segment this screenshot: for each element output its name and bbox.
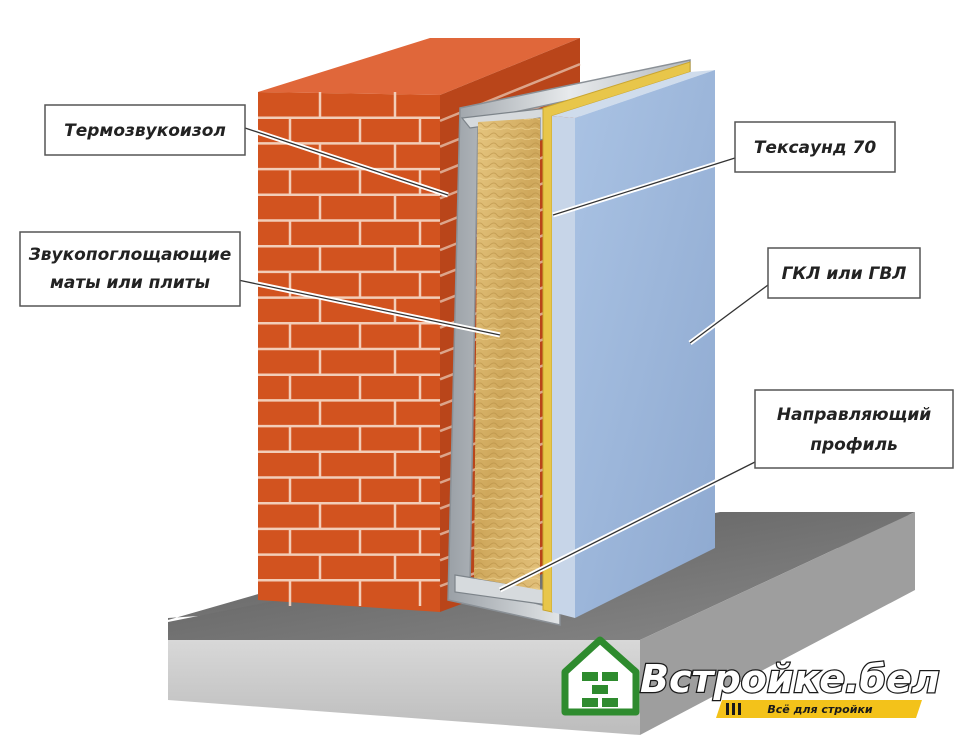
floor-right: [640, 512, 915, 735]
drywall-panel: [552, 70, 715, 618]
brand-logo-bricks-icon: [582, 672, 618, 707]
callout-texound: Тексаунд 70: [552, 121, 896, 218]
drywall-edge: [552, 116, 575, 618]
brick-top: [258, 38, 580, 95]
label-profile-line2: профиль: [810, 435, 898, 455]
label-texound: Тексаунд 70: [754, 138, 877, 158]
callout-gkl: ГКЛ или ГВЛ: [688, 247, 921, 346]
label-profile-line1: Направляющий: [777, 405, 931, 425]
brand-tagline: Всё для стройки: [767, 703, 873, 716]
brand-tagline-bar: [716, 700, 922, 718]
brand-name: Встройке.бел: [640, 657, 940, 701]
floor-top-main: [168, 512, 915, 640]
sound-absorbing-mats: [474, 118, 540, 590]
brick-front: [258, 92, 440, 612]
label-thermo: Термозвукоизол: [64, 121, 226, 141]
label-mats-line2: маты или плиты: [50, 273, 210, 293]
callout-thermo: Термозвукоизол: [44, 104, 449, 198]
drywall-top: [552, 70, 715, 118]
brand-logo-house-icon: [561, 636, 640, 716]
floor-front: [168, 640, 640, 735]
callout-mats: Звукопоглощающие маты или плиты: [19, 231, 501, 338]
callout-profile: Направляющий профиль: [498, 389, 954, 593]
brand-stripes-icon: [726, 703, 741, 715]
brand-watermark: Встройке.бел Всё для стройки: [561, 636, 941, 718]
label-gkl: ГКЛ или ГВЛ: [782, 264, 907, 284]
drywall-face: [575, 70, 715, 618]
label-mats-line1: Звукопоглощающие: [28, 245, 232, 265]
